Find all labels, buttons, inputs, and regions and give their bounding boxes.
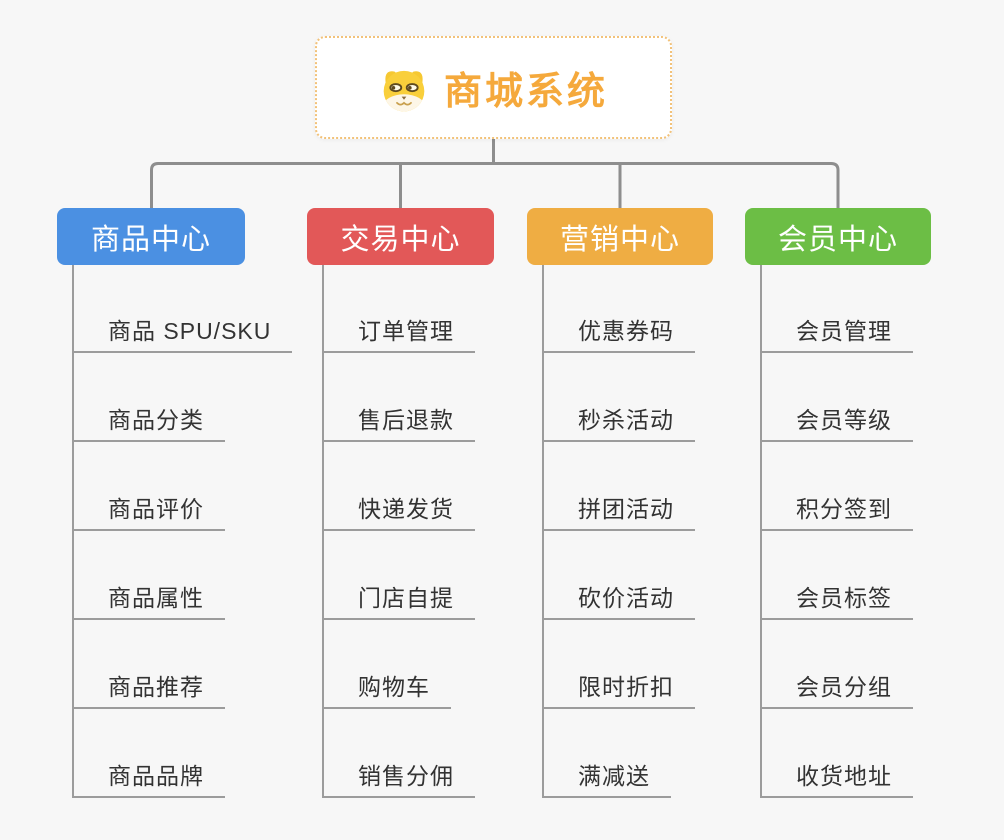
- child-node[interactable]: 满减送: [544, 762, 671, 798]
- child-node[interactable]: 拼团活动: [544, 495, 695, 531]
- child-node[interactable]: 商品品牌: [74, 762, 225, 798]
- branch-label: 交易中心: [340, 223, 461, 256]
- branch-label: 营销中心: [559, 223, 680, 256]
- child-node[interactable]: 会员标签: [762, 584, 913, 620]
- child-node[interactable]: 快递发货: [324, 495, 475, 531]
- child-node[interactable]: 门店自提: [324, 584, 475, 620]
- child-node[interactable]: 会员管理: [762, 317, 913, 353]
- child-node[interactable]: 销售分佣: [324, 762, 475, 798]
- child-node[interactable]: 商品 SPU/SKU: [74, 317, 293, 353]
- child-node[interactable]: 会员等级: [762, 406, 913, 442]
- child-node[interactable]: 商品评价: [74, 495, 225, 531]
- branch-header-product-center[interactable]: 商品中心: [57, 208, 245, 265]
- child-node[interactable]: 秒杀活动: [544, 406, 695, 442]
- branch-header-marketing-center[interactable]: 营销中心: [527, 208, 713, 265]
- branch-label: 会员中心: [777, 223, 898, 256]
- doge-icon: [379, 63, 429, 113]
- branch-children-marketing-center: 优惠券码 秒杀活动 拼团活动 砍价活动 限时折扣 满减送: [542, 265, 695, 798]
- branch-children-trade-center: 订单管理 售后退款 快递发货 门店自提 购物车 销售分佣: [322, 265, 475, 798]
- child-node[interactable]: 购物车: [324, 673, 451, 709]
- child-node[interactable]: 商品属性: [74, 584, 225, 620]
- child-node[interactable]: 会员分组: [762, 673, 913, 709]
- branch-children-member-center: 会员管理 会员等级 积分签到 会员标签 会员分组 收货地址: [760, 265, 913, 798]
- child-node[interactable]: 收货地址: [762, 762, 913, 798]
- child-node[interactable]: 售后退款: [324, 406, 475, 442]
- child-node[interactable]: 限时折扣: [544, 673, 695, 709]
- root-title: 商城系统: [443, 71, 608, 113]
- child-node[interactable]: 商品分类: [74, 406, 225, 442]
- branch-children-product-center: 商品 SPU/SKU 商品分类 商品评价 商品属性 商品推荐 商品品牌: [72, 265, 293, 798]
- child-node[interactable]: 优惠券码: [544, 317, 695, 353]
- branch-label: 商品中心: [90, 223, 211, 256]
- child-node[interactable]: 积分签到: [762, 495, 913, 531]
- child-node[interactable]: 砍价活动: [544, 584, 695, 620]
- branch-header-trade-center[interactable]: 交易中心: [307, 208, 494, 265]
- branch-header-member-center[interactable]: 会员中心: [745, 208, 931, 265]
- root-node[interactable]: 商城系统: [315, 36, 672, 139]
- child-node[interactable]: 订单管理: [324, 317, 475, 353]
- child-node[interactable]: 商品推荐: [74, 673, 225, 709]
